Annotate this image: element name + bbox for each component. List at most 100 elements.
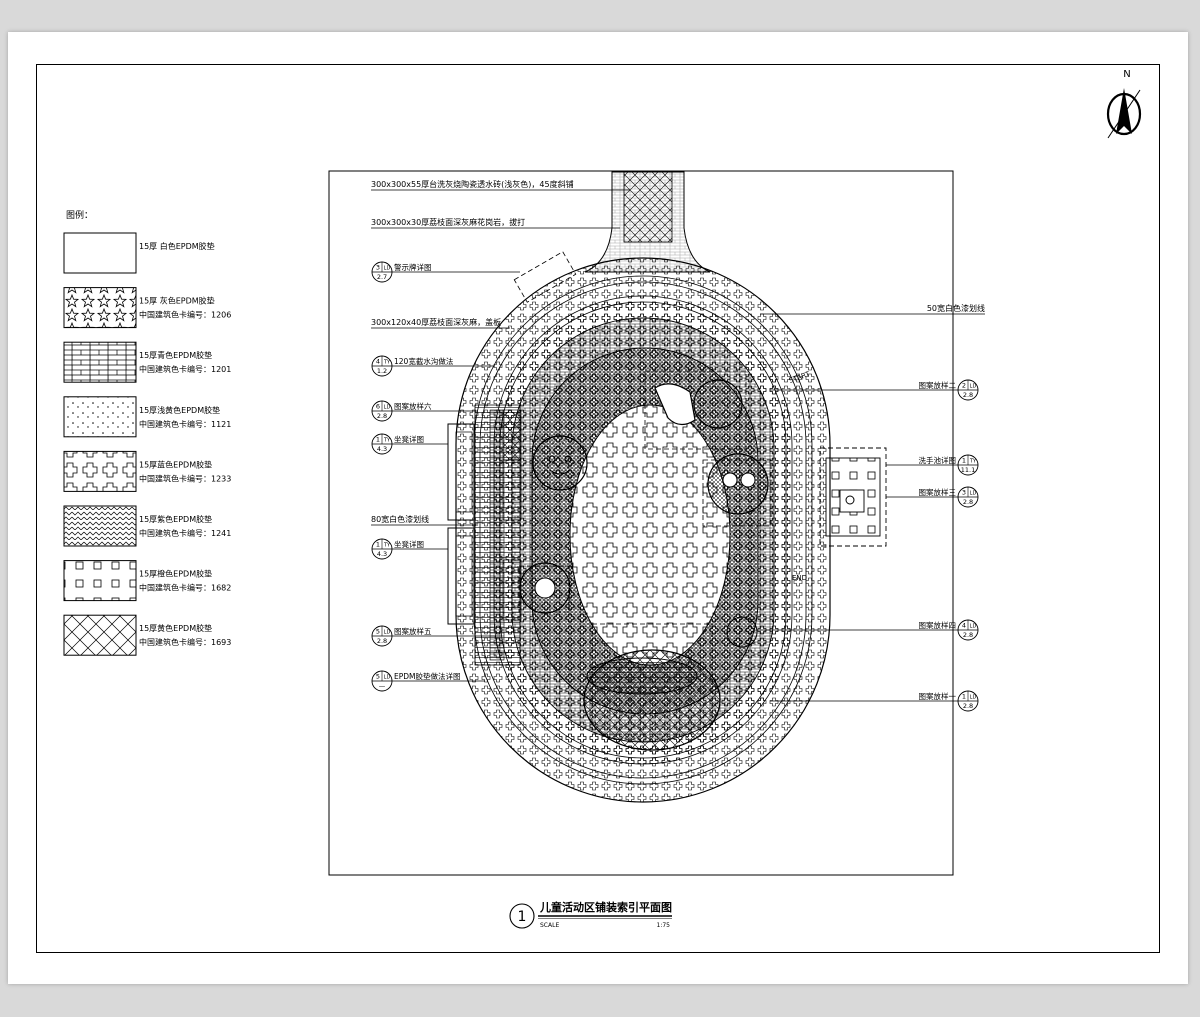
callout-sheet: 2.8 <box>963 391 973 399</box>
callout-code: LD <box>970 384 977 390</box>
callout-code: LD <box>970 695 977 701</box>
note-paving2: 300x300x30厚荔枝面深灰麻花岗岩，拔打 <box>371 217 525 227</box>
owl-pattern-feature <box>707 453 769 515</box>
callout-label: 图案放样二 <box>919 380 957 390</box>
callout-code: TY <box>383 360 391 366</box>
legend-item-name: 15厚 灰色EPDM胶垫 <box>139 296 215 306</box>
callout-sheet: — <box>379 682 386 690</box>
legend-title: 图例： <box>66 209 93 221</box>
callout-number: 2 <box>962 382 966 390</box>
animal-pattern-feature <box>654 383 696 426</box>
bench-left-lower <box>447 527 475 625</box>
entry-path <box>584 171 711 273</box>
detail-callout: 5 LD2.8 图案放样五 <box>371 625 500 647</box>
callout-label: EPDM胶垫做法详图 <box>394 671 461 681</box>
callout-sheet: 2.8 <box>377 637 387 645</box>
hand-wash-basin <box>819 447 887 547</box>
callout-number: 3 <box>962 489 966 497</box>
callout-code: LD <box>970 624 977 630</box>
callout-label: 图案放样五 <box>394 626 432 636</box>
north-arrow-icon <box>1116 88 1132 134</box>
callout-label: 坐凳详图 <box>394 539 424 549</box>
note-paving1: 300x300x55厚台洗灰烧陶瓷透水砖(浅灰色)，45度斜铺 <box>371 179 574 189</box>
callout-number: 5 <box>376 628 380 636</box>
note-line80: 80宽白色漆划线 <box>371 514 429 524</box>
callout-number: 4 <box>962 622 966 630</box>
bench-left-upper <box>447 423 475 521</box>
scale-value: 1:75 <box>657 922 671 929</box>
callout-sheet: 11.1 <box>961 466 975 474</box>
callout-code: TY <box>383 543 391 549</box>
callout-code: LD <box>384 630 391 636</box>
note-line50: 50宽白色漆划线 <box>927 303 985 313</box>
callout-label: 洗手池详图 <box>919 455 957 465</box>
legend-item-name: 15厚浅黄色EPDM胶垫 <box>139 405 220 415</box>
callout-code: LD <box>970 491 977 497</box>
drawing-frame <box>36 64 1160 953</box>
callout-number: 3 <box>376 264 380 272</box>
callout-number: 1 <box>376 541 380 549</box>
callout-label: 图案放样三 <box>919 487 957 497</box>
pattern-layout-frames <box>513 251 772 735</box>
callout-label: 120宽截水沟做法 <box>394 356 454 366</box>
callout-sheet: 2.8 <box>963 702 973 710</box>
legend-item-name: 15厚蓝色EPDM胶垫 <box>139 459 212 469</box>
callout-number: 1 <box>376 436 380 444</box>
callout-sheet: 2.7 <box>377 273 387 281</box>
legend-item-name: 15厚紫色EPDM胶垫 <box>139 514 212 524</box>
drawing-title: 儿童活动区铺装索引平面图 <box>539 900 672 914</box>
scale-label: SCALE <box>540 922 559 929</box>
callout-sheet: 1.2 <box>377 367 387 375</box>
legend-item-code: 中国建筑色卡编号：1682 <box>139 583 231 593</box>
callout-number: 1 <box>962 693 966 701</box>
callout-sheet: 4.3 <box>377 550 387 558</box>
title-block: 1 儿童活动区铺装索引平面图 SCALE 1:75 <box>509 900 672 929</box>
face-pattern-feature <box>532 435 588 491</box>
callout-sheet: 2.8 <box>963 631 973 639</box>
callout-code: TY <box>383 438 391 444</box>
callout-number: 5 <box>376 673 380 681</box>
detail-callout: 1 LD2.8 图案放样一 <box>770 690 979 712</box>
callout-code: LD <box>384 405 391 411</box>
callout-sheet: 2.8 <box>963 498 973 506</box>
callout-number: 4 <box>376 358 380 366</box>
left-strip <box>474 404 522 666</box>
end-label: END <box>792 574 807 582</box>
callout-number: 6 <box>376 403 380 411</box>
legend-item-name: 15厚橙色EPDM胶垫 <box>139 569 212 579</box>
north-arrow: N <box>1106 69 1142 139</box>
legend-item-code: 中国建筑色卡编号：1233 <box>139 473 231 483</box>
legend-item-code: 中国建筑色卡编号：1201 <box>139 364 231 374</box>
callout-label: 警示牌详图 <box>394 262 432 272</box>
legend-swatch <box>63 232 137 274</box>
legend-item-code: 中国建筑色卡编号：1241 <box>139 528 231 538</box>
callout-label: 图案放样六 <box>394 401 432 411</box>
callout-code: TY <box>969 459 977 465</box>
detail-callout: 2 LD2.8 图案放样二 <box>770 379 979 401</box>
callout-label: 图案放样一 <box>919 691 957 701</box>
title-number: 1 <box>518 909 527 925</box>
legend-item-code: 中国建筑色卡编号：1206 <box>139 310 231 320</box>
legend-item-code: 中国建筑色卡编号：1121 <box>139 419 231 429</box>
legend-item-name: 15厚青色EPDM胶垫 <box>139 350 212 360</box>
dot-pattern-feature <box>693 379 743 429</box>
